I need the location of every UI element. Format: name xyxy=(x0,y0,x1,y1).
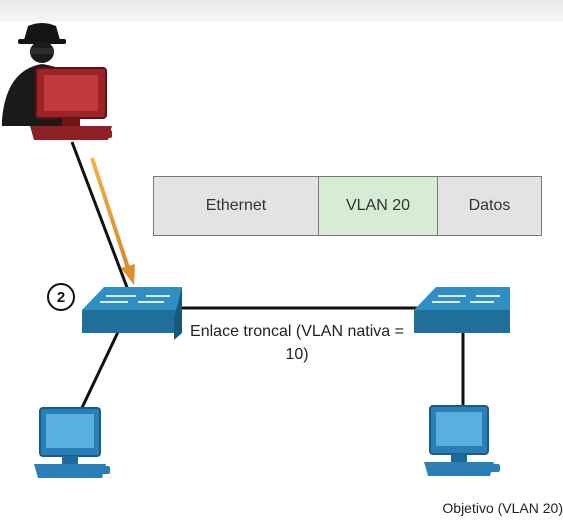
switch-icon xyxy=(414,287,510,333)
frame-field-vlan-tag: VLAN 20 xyxy=(319,177,438,235)
computer-icon xyxy=(34,407,110,478)
trunk-link-label: Enlace troncal (VLAN nativa = 10) xyxy=(182,320,412,366)
attacker-icon xyxy=(2,23,112,140)
link-attacker-switch xyxy=(70,141,130,291)
step-badge: 2 xyxy=(47,283,75,311)
switch-icon xyxy=(82,287,182,340)
attack-arrow-icon xyxy=(90,157,135,285)
vlan-frame: Ethernet VLAN 20 Datos xyxy=(153,176,542,236)
frame-field-ethernet: Ethernet xyxy=(154,177,319,235)
frame-field-data: Datos xyxy=(438,177,541,235)
link-switch-pc-left xyxy=(78,331,120,413)
computer-icon xyxy=(424,405,500,476)
target-label: Objetivo (VLAN 20) xyxy=(442,500,563,516)
top-band xyxy=(0,0,563,22)
